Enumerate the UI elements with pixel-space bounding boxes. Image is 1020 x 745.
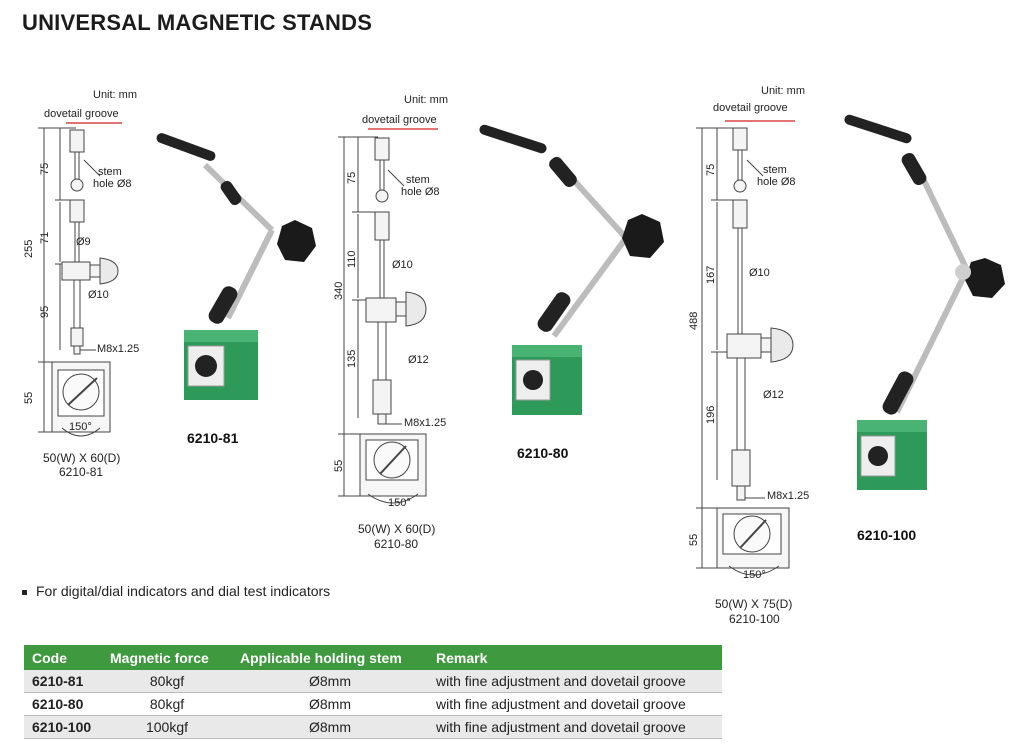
dim-low: 196 — [705, 405, 717, 424]
drawing-code: 6210-81 — [59, 465, 104, 479]
dovetail-groove-label: dovetail groove — [713, 102, 788, 114]
cell-remark: with fine adjustment and dovetail groove — [428, 715, 722, 739]
stem-label: stem — [98, 166, 122, 178]
technical-drawing — [338, 124, 664, 504]
dim-base: 55 — [23, 391, 35, 404]
dim-low: 135 — [346, 349, 358, 368]
thread-label: M8x1.25 — [767, 490, 810, 502]
base-size: 50(W) X 75(D) — [715, 597, 793, 611]
drawing-code: 6210-100 — [729, 612, 780, 626]
hole-label: hole Ø8 — [93, 178, 132, 190]
dovetail-groove-label: dovetail groove — [44, 108, 119, 120]
dim-top: 75 — [346, 171, 358, 184]
feature-text: For digital/dial indicators and dial tes… — [36, 583, 331, 599]
thread-label: M8x1.25 — [404, 417, 447, 429]
table-row: 6210-80 80kgf Ø8mm with fine adjustment … — [24, 692, 722, 716]
dia-upper: Ø9 — [76, 236, 91, 248]
thread-label: M8x1.25 — [97, 343, 140, 355]
cell-stem: Ø8mm — [232, 715, 428, 739]
feature-bullet: For digital/dial indicators and dial tes… — [22, 583, 330, 599]
cell-code: 6210-100 — [24, 715, 102, 739]
dim-base: 55 — [688, 533, 700, 546]
technical-drawing — [38, 122, 316, 437]
cell-remark: with fine adjustment and dovetail groove — [428, 670, 722, 693]
stand-photo — [844, 114, 1005, 490]
unit-label: Unit: mm — [93, 89, 137, 101]
stand-photo — [156, 133, 316, 400]
base-size: 50(W) X 60(D) — [358, 522, 436, 536]
dia-lower: Ø12 — [408, 354, 429, 366]
dim-top: 75 — [705, 163, 717, 176]
cell-stem: Ø8mm — [232, 692, 428, 716]
product-6210-100: Unit: mm dovetail groove stem hole Ø8 75… — [675, 0, 1020, 630]
stem-label: stem — [763, 164, 787, 176]
dim-total: 255 — [23, 239, 35, 258]
product-code: 6210-81 — [187, 430, 239, 446]
table-row: 6210-81 80kgf Ø8mm with fine adjustment … — [24, 670, 722, 693]
unit-label: Unit: mm — [761, 85, 805, 97]
dim-top: 75 — [39, 162, 51, 175]
dim-mid: 167 — [705, 265, 717, 284]
col-holding-stem: Applicable holding stem — [232, 645, 428, 670]
dim-total: 340 — [333, 281, 345, 300]
hole-label: hole Ø8 — [401, 186, 440, 198]
angle-label: 150° — [743, 569, 766, 581]
table-row: 6210-100 100kgf Ø8mm with fine adjustmen… — [24, 715, 722, 739]
cell-stem: Ø8mm — [232, 670, 428, 693]
product-code: 6210-80 — [517, 445, 569, 461]
product-6210-81: Unit: mm dovetail groove stem hole Ø8 75… — [0, 0, 330, 480]
unit-label: Unit: mm — [404, 94, 448, 106]
spec-table: Code Magnetic force Applicable holding s… — [24, 645, 722, 739]
dia-upper: Ø10 — [749, 267, 770, 279]
col-code: Code — [24, 645, 102, 670]
page-title: UNIVERSAL MAGNETIC STANDS — [22, 10, 373, 35]
dim-total: 488 — [688, 311, 700, 330]
cell-code: 6210-80 — [24, 692, 102, 716]
technical-drawing — [696, 114, 1005, 576]
angle-label: 150° — [388, 497, 411, 509]
dim-low: 95 — [39, 305, 51, 318]
dim-mid: 110 — [346, 250, 358, 268]
dovetail-groove-label: dovetail groove — [362, 114, 437, 126]
product-code: 6210-100 — [857, 527, 917, 543]
drawing-code: 6210-80 — [374, 537, 419, 551]
dim-mid: 71 — [39, 231, 51, 244]
dia-lower: Ø10 — [88, 289, 109, 301]
angle-label: 150° — [69, 421, 92, 433]
col-magnetic-force: Magnetic force — [102, 645, 232, 670]
stem-label: stem — [406, 174, 430, 186]
base-size: 50(W) X 60(D) — [43, 451, 121, 465]
dia-upper: Ø10 — [392, 259, 413, 271]
cell-code: 6210-81 — [24, 670, 102, 693]
product-6210-80: Unit: mm dovetail groove stem hole Ø8 75… — [320, 0, 664, 560]
dim-base: 55 — [333, 459, 345, 472]
cell-force: 80kgf — [102, 670, 232, 693]
table-header-row: Code Magnetic force Applicable holding s… — [24, 645, 722, 670]
cell-remark: with fine adjustment and dovetail groove — [428, 692, 722, 716]
bullet-dot-icon — [22, 589, 27, 595]
dia-lower: Ø12 — [763, 389, 784, 401]
cell-force: 100kgf — [102, 715, 232, 739]
cell-force: 80kgf — [102, 692, 232, 716]
hole-label: hole Ø8 — [757, 176, 796, 188]
col-remark: Remark — [428, 645, 722, 670]
stand-photo — [479, 124, 664, 415]
